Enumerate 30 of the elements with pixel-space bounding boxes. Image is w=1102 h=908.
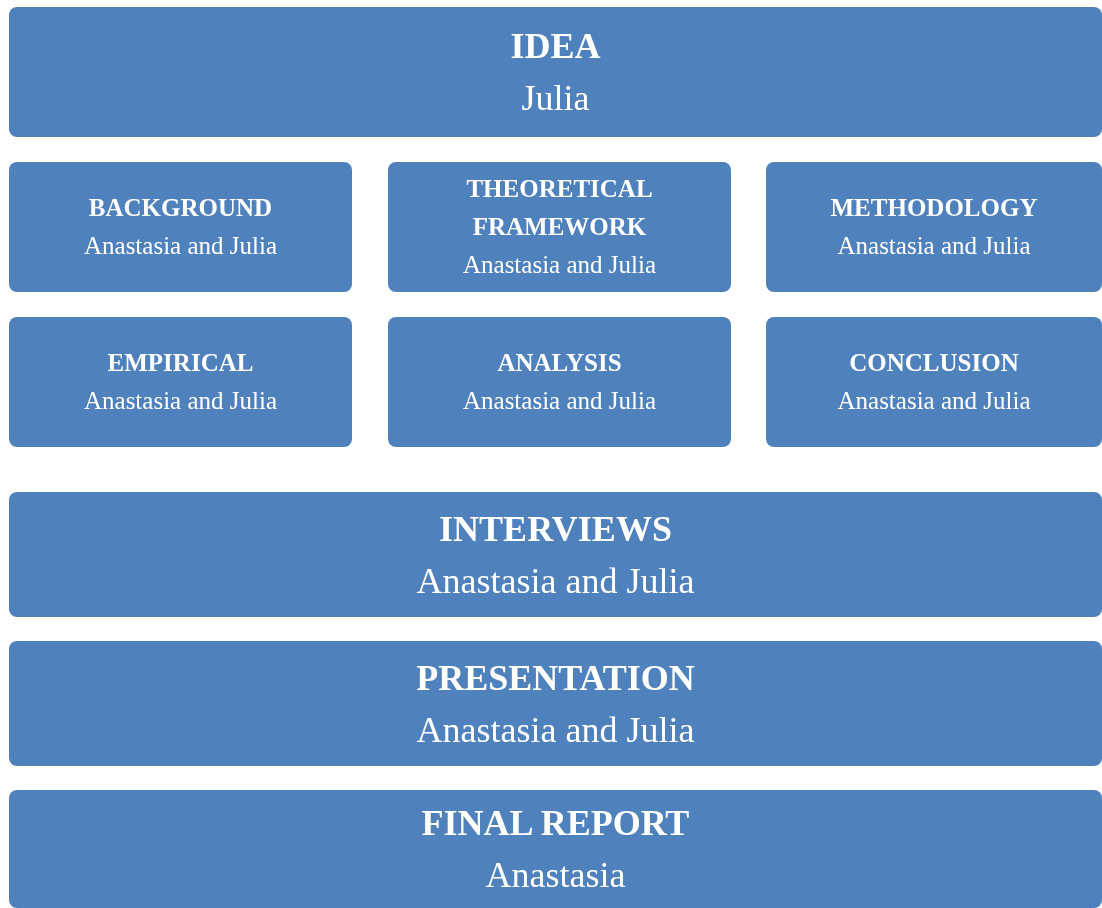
task-box xyxy=(9,641,1102,766)
task-box xyxy=(766,162,1102,292)
task-title: BACKGROUND xyxy=(88,193,273,223)
assignee-text: Anastasia and Julia xyxy=(84,386,277,416)
task-box xyxy=(9,317,352,447)
assignee-text: Anastasia and Julia xyxy=(463,250,656,280)
task-box xyxy=(9,492,1102,617)
task-title: CONCLUSION xyxy=(849,348,1019,378)
task-title: PRESENTATION xyxy=(416,656,695,700)
assignee-text: Anastasia and Julia xyxy=(84,231,277,261)
assignee-text: Anastasia and Julia xyxy=(837,386,1031,416)
task-title: ANALYSIS xyxy=(497,348,622,378)
task-box xyxy=(766,317,1102,447)
task-box xyxy=(388,162,731,292)
task-box xyxy=(9,7,1102,137)
assignee-text: Anastasia and Julia xyxy=(463,386,656,416)
task-title: EMPIRICAL xyxy=(107,348,254,378)
assignee-text: Anastasia and Julia xyxy=(416,559,695,603)
assignee-text: Anastasia xyxy=(485,854,626,897)
task-box xyxy=(9,790,1102,908)
task-box xyxy=(9,162,352,292)
assignee-text: Anastasia and Julia xyxy=(416,708,695,752)
task-title: INTERVIEWS xyxy=(439,507,672,551)
task-box xyxy=(388,317,731,447)
task-title: THEORETICAL FRAMEWORK xyxy=(465,174,654,242)
task-title: METHODOLOGY xyxy=(830,193,1038,223)
task-title: FINAL REPORT xyxy=(421,802,690,845)
assignee-text: Julia xyxy=(521,77,590,120)
task-title: IDEA xyxy=(510,25,601,68)
assignee-text: Anastasia and Julia xyxy=(837,231,1031,261)
